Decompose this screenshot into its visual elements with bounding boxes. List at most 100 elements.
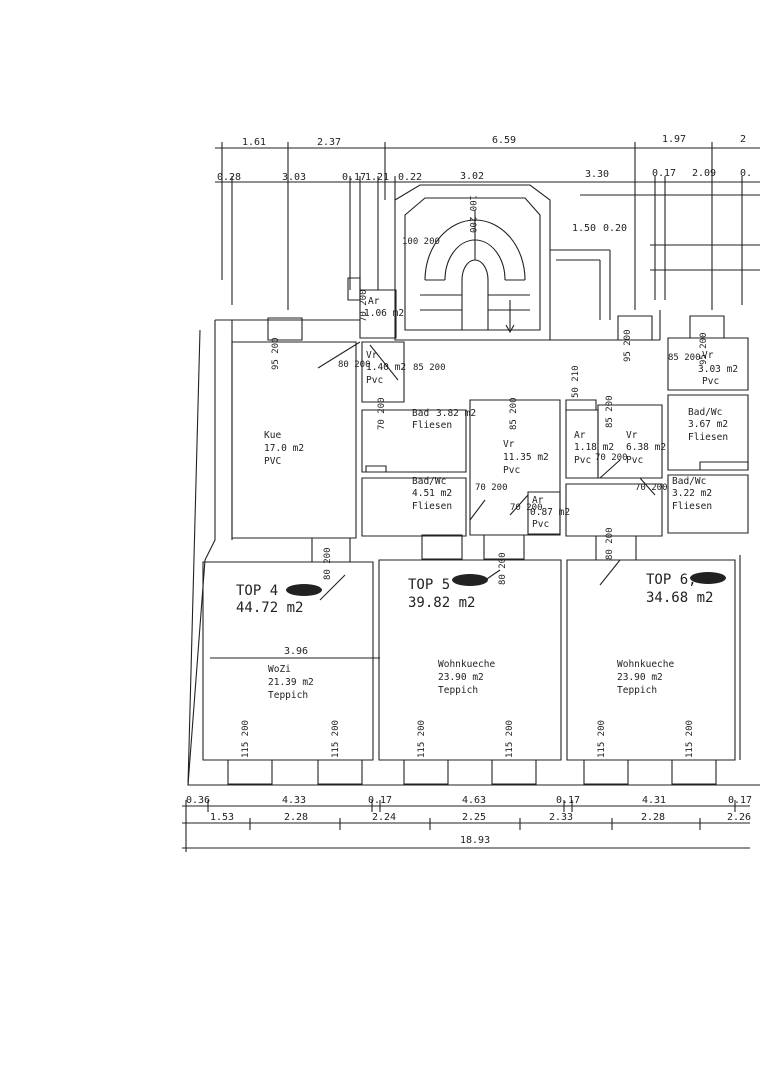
svg-text:34.68 m2: 34.68 m2: [646, 590, 713, 606]
opening-vr-door: 85 200: [413, 363, 446, 373]
svg-text:Pvc: Pvc: [574, 455, 591, 466]
room-bad-wc: [362, 478, 466, 536]
dim-bottom-sub-1: 1.53: [210, 812, 234, 823]
redaction-mark: [690, 572, 726, 584]
unit-label-top4: TOP 4 44.72 m2: [236, 583, 303, 616]
svg-text:Pvc: Pvc: [366, 375, 383, 386]
svg-text:23.90 m2: 23.90 m2: [617, 672, 663, 683]
opening-right-ar: 70 200: [595, 453, 628, 463]
dim-sub-3: 0.17: [342, 172, 366, 183]
svg-text:Teppich: Teppich: [268, 690, 308, 701]
dim-bottom-sub-2: 2.28: [284, 812, 308, 823]
room-ar-small: [360, 290, 396, 338]
outer-wall: [188, 320, 760, 785]
svg-text:Ar: Ar: [532, 495, 544, 506]
dim-sub-6: 3.02: [460, 171, 484, 182]
dim-bottom-5: 0.17: [556, 795, 580, 806]
svg-text:1.18 m2: 1.18 m2: [574, 442, 614, 453]
opening-far-right-vr: 85 200: [668, 353, 701, 363]
svg-text:17.0 m2: 17.0 m2: [264, 443, 304, 454]
svg-text:Teppich: Teppich: [438, 685, 478, 696]
svg-text:TOP 4: TOP 4: [236, 583, 278, 599]
redaction-mark: [286, 584, 322, 596]
svg-text:PVC: PVC: [264, 456, 281, 467]
room-bad: [362, 410, 466, 472]
svg-text:0.87 m2: 0.87 m2: [530, 507, 570, 518]
svg-text:1.40 m2: 1.40 m2: [366, 362, 406, 373]
svg-text:Pvc: Pvc: [626, 455, 643, 466]
unit-top4: [203, 562, 373, 760]
opening-window-6: 115 200: [685, 720, 695, 758]
dim-top-1: 1.61: [242, 137, 266, 148]
opening-small-top: 50 210: [571, 365, 581, 398]
svg-text:TOP 5: TOP 5: [408, 577, 450, 593]
room-bad-wc-far: [668, 475, 748, 533]
room-label-vr-center: Vr 11.35 m2 Pvc: [503, 439, 549, 476]
opening-top5: 80 200: [498, 552, 508, 585]
svg-text:3.67 m2: 3.67 m2: [688, 419, 728, 430]
svg-text:11.35 m2: 11.35 m2: [503, 452, 549, 463]
dim-bottom-2: 4.33: [282, 795, 306, 806]
room-label-bad: Bad 3.82 m2 Fliesen: [412, 408, 476, 431]
svg-text:Pvc: Pvc: [702, 376, 719, 387]
dim-bottom-1: 0.36: [186, 795, 210, 806]
svg-text:Kue: Kue: [264, 430, 281, 441]
unit-top5: [379, 560, 561, 760]
unit-label-top6: TOP 6, 34.68 m2: [646, 572, 713, 606]
dim-bottom-sub-4: 2.25: [462, 812, 486, 823]
svg-text:Wohnkueche: Wohnkueche: [438, 659, 495, 670]
room-label-bad-wc: Bad/Wc 4.51 m2 Fliesen: [412, 476, 452, 512]
dim-top-5: 2: [740, 134, 746, 145]
dim-sub-1: 0.28: [217, 172, 241, 183]
opening-stair-left: 100 200: [402, 237, 440, 247]
room-label-ar-right: Ar 1.18 m2 Pvc: [574, 430, 614, 466]
dim-stair-side: 1.50: [572, 223, 596, 234]
opening-window-4: 115 200: [505, 720, 515, 758]
room-label-ar-small: Ar 1.06 m2: [364, 296, 404, 319]
opening-right-window: 95 200: [623, 329, 633, 362]
dim-sub-2: 3.03: [282, 172, 306, 183]
opening-bad-door: 70 200: [377, 397, 387, 430]
opening-window-1: 115 200: [241, 720, 251, 758]
opening-window-3: 115 200: [417, 720, 427, 758]
svg-text:Ar: Ar: [368, 296, 380, 307]
svg-text:6.38 m2: 6.38 m2: [626, 442, 666, 453]
svg-text:1.06 m2: 1.06 m2: [364, 308, 404, 319]
dim-sub-8: 0.17: [652, 168, 676, 179]
svg-text:Pvc: Pvc: [532, 519, 549, 530]
svg-text:21.39 m2: 21.39 m2: [268, 677, 314, 688]
dim-bottom-sub-6: 2.28: [641, 812, 665, 823]
svg-text:TOP 6,: TOP 6,: [646, 572, 697, 588]
svg-text:Bad: Bad: [412, 408, 429, 419]
dim-bottom-3: 0.17: [368, 795, 392, 806]
opening-vr-center: 85 200: [509, 397, 519, 430]
opening-ar: 70 200: [359, 289, 369, 322]
dim-stair-side-2: 0.20: [603, 223, 627, 234]
svg-text:Vr: Vr: [503, 439, 515, 450]
room-vr-right: [598, 405, 662, 478]
dim-total: 18.93: [460, 835, 490, 846]
svg-text:4.51 m2: 4.51 m2: [412, 488, 452, 499]
opening-right-vr: 85 200: [605, 395, 615, 428]
svg-text:3.22 m2: 3.22 m2: [672, 488, 712, 499]
room-label-kue: Kue 17.0 m2 PVC: [264, 430, 304, 467]
dim-bottom-sub-7: 2.26: [727, 812, 751, 823]
room-label-vr-right: Vr 6.38 m2 Pvc: [626, 430, 666, 466]
svg-text:3.03 m2: 3.03 m2: [698, 364, 738, 375]
svg-text:Pvc: Pvc: [503, 465, 520, 476]
opening-top6: 80 200: [605, 527, 615, 560]
svg-text:Fliesen: Fliesen: [688, 432, 728, 443]
dim-top-4: 1.97: [662, 134, 686, 145]
svg-text:39.82 m2: 39.82 m2: [408, 595, 475, 611]
room-label-wozi: WoZi 21.39 m2 Teppich: [268, 664, 314, 701]
svg-text:WoZi: WoZi: [268, 664, 291, 675]
svg-text:Vr: Vr: [626, 430, 638, 441]
room-label-ar-center: Ar 0.87 m2 Pvc: [530, 495, 570, 530]
svg-text:Vr: Vr: [702, 350, 714, 361]
opening-right-bad: 70 200: [635, 483, 668, 493]
room-label-wohnkueche-6: Wohnkueche 23.90 m2 Teppich: [617, 659, 674, 696]
room-label-bad-wc-right: Bad/Wc 3.67 m2 Fliesen: [688, 407, 728, 443]
svg-text:Ar: Ar: [574, 430, 586, 441]
dim-bottom-sub-5: 2.33: [549, 812, 573, 823]
opening-bad-wc: 70 200: [475, 483, 508, 493]
